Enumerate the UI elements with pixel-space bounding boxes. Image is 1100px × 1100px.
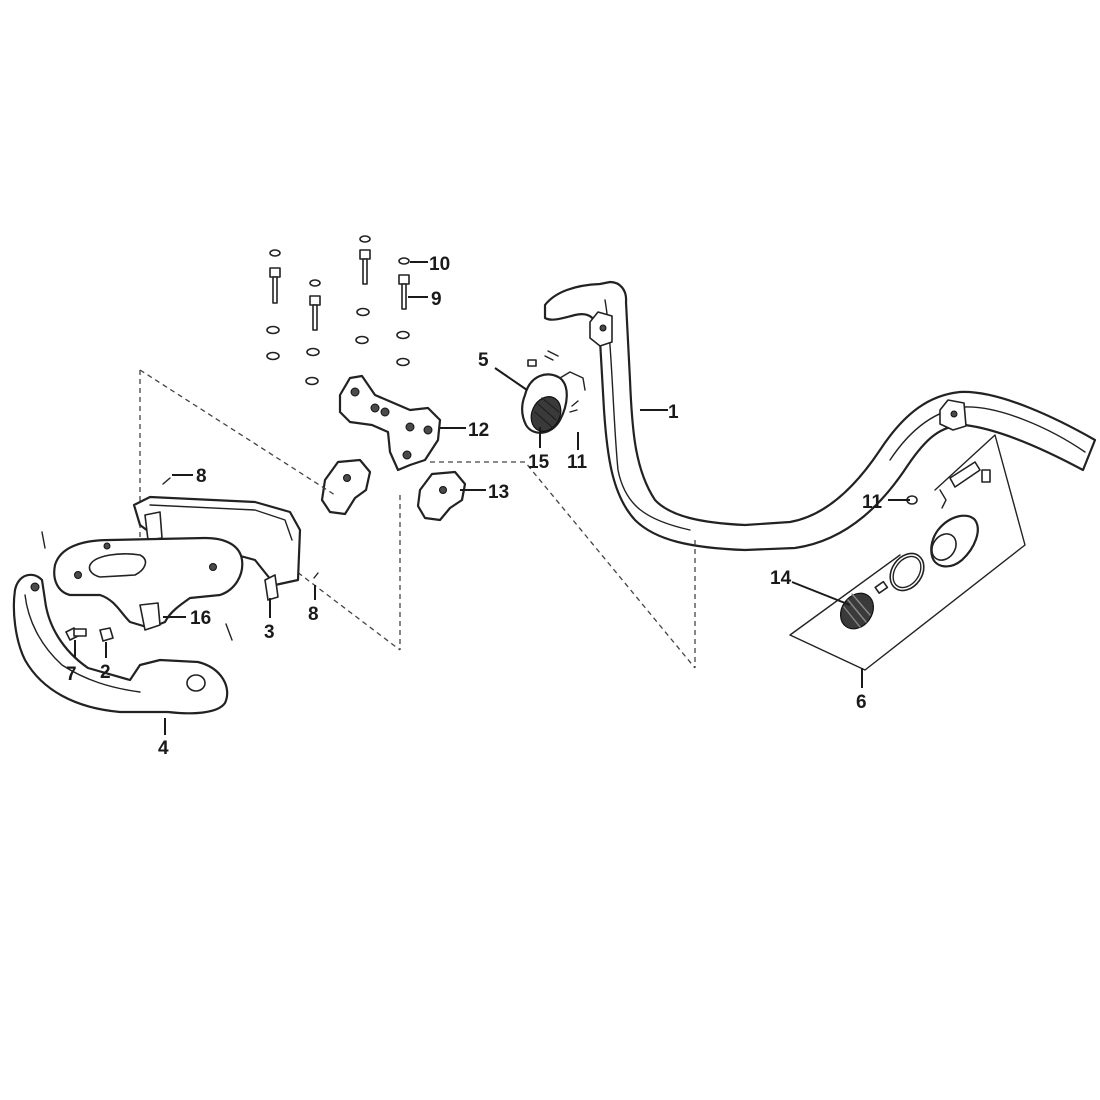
- callout-6: 6: [856, 692, 867, 713]
- guide-lines: [139, 369, 696, 669]
- handlebar-top-clamp: [338, 374, 442, 472]
- handlebar: [543, 280, 1097, 552]
- callout-11-left: 11: [567, 452, 588, 473]
- callout-16: 16: [190, 608, 211, 629]
- callout-2: 2: [100, 662, 111, 683]
- lower-clamps: [320, 458, 467, 522]
- callout-9: 9: [431, 289, 442, 310]
- small-screws: [41, 477, 319, 642]
- callout-1: 1: [668, 402, 679, 423]
- leader-lines: [74, 261, 910, 735]
- callout-14: 14: [770, 568, 792, 589]
- callout-15: 15: [528, 452, 550, 473]
- callout-13: 13: [488, 482, 509, 503]
- left-turn-signal: [521, 350, 586, 434]
- callout-3: 3: [264, 622, 275, 643]
- callout-8-bottom: 8: [308, 604, 319, 625]
- callout-12: 12: [468, 420, 489, 441]
- callout-5: 5: [478, 350, 489, 371]
- right-turn-signal-assembly: [789, 434, 1026, 671]
- bolt-set: [266, 235, 410, 386]
- callout-11-right: 11: [862, 492, 883, 513]
- handguard-cover: [53, 495, 302, 631]
- callout-7: 7: [66, 664, 77, 685]
- callout-8-top: 8: [196, 466, 207, 487]
- callout-labels: 1 10 9 12 13 5 15 11 11 14 6 8 16 3 8 7 …: [66, 254, 883, 759]
- callout-4: 4: [158, 738, 169, 759]
- lower-handguard: [12, 573, 229, 715]
- callout-10: 10: [429, 254, 450, 275]
